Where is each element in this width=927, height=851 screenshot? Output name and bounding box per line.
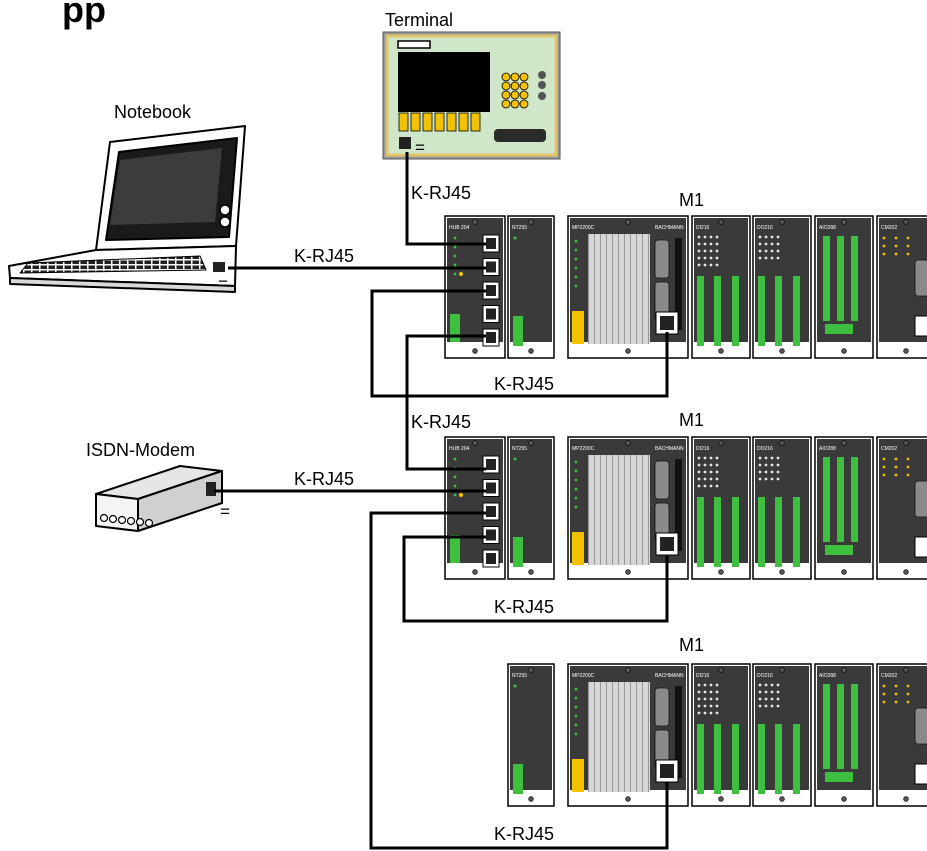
- cable-hub1-hub2: [405, 334, 486, 471]
- notebook-connector-symbol: =: [218, 274, 228, 293]
- do-module-label: DO216: [757, 446, 773, 452]
- cm-module-label: CM202: [881, 225, 897, 231]
- power-module: NT255: [507, 663, 555, 807]
- cpu-module-label: MP2200C: [572, 225, 595, 231]
- cable-label-notebook: K-RJ45: [294, 246, 354, 266]
- hub-module: HUB 204: [444, 436, 506, 580]
- cable-label-modem: K-RJ45: [294, 469, 354, 489]
- power-module-label: NT255: [512, 673, 527, 679]
- rack-1: HUB 204 NT255 MP2200C BACHMANN DI216 DO216 AIO…: [444, 215, 927, 359]
- rack-3: NT255 MP2200C BACHMANN DI216 DO216 AIO288 CM20…: [507, 663, 927, 807]
- cable-label-rack2-cpu: K-RJ45: [494, 597, 554, 617]
- cable-label-rack3-cpu: K-RJ45: [494, 824, 554, 844]
- do-module: DO216: [752, 663, 812, 807]
- power-module: NT255: [507, 436, 555, 580]
- cpu-module: MP2200C BACHMANN: [567, 436, 689, 580]
- di-module-label: DI216: [696, 446, 710, 452]
- cable-hub2-cpu2: [402, 535, 669, 623]
- hub-module: HUB 204: [444, 215, 506, 359]
- ai-module-label: AIO288: [819, 673, 836, 679]
- page-heading: pp: [62, 0, 106, 30]
- cable-label-terminal: K-RJ45: [411, 183, 471, 203]
- cpu-module-label: MP2200C: [572, 446, 595, 452]
- cm-module-label: CM202: [881, 446, 897, 452]
- di-module: DI216: [691, 663, 751, 807]
- cm-module: CM202: [876, 215, 927, 359]
- cpu-brand-label: BACHMANN: [655, 446, 684, 452]
- hub-port-4: [482, 305, 500, 323]
- hub-port-4: [482, 526, 500, 544]
- power-module: NT255: [507, 215, 555, 359]
- rack-1-title: M1: [679, 190, 704, 210]
- rack-2: HUB 204 NT255 MP2200C BACHMANN DI216 DO216 AIO…: [444, 436, 927, 580]
- do-module: DO216: [752, 215, 812, 359]
- cm-module-label: CM202: [881, 673, 897, 679]
- di-module-label: DI216: [696, 673, 710, 679]
- hub-port-2: [482, 479, 500, 497]
- cpu-brand-label: BACHMANN: [655, 225, 684, 231]
- notebook-label: Notebook: [114, 102, 192, 122]
- cable-hub1-cpu1: [370, 289, 669, 398]
- ai-module: AIO288: [814, 663, 874, 807]
- do-module-label: DO216: [757, 673, 773, 679]
- cable-label-rack1-cpu: K-RJ45: [494, 374, 554, 394]
- terminal-label: Terminal: [385, 10, 453, 30]
- cables: [214, 152, 669, 850]
- terminal: [382, 31, 561, 160]
- rack-2-title: M1: [679, 410, 704, 430]
- cpu-module: MP2200C BACHMANN: [567, 215, 689, 359]
- hub-port-1: [482, 234, 500, 253]
- isdn-modem: [95, 465, 223, 532]
- do-module: DO216: [752, 436, 812, 580]
- cable-hub2-cpu3: [369, 511, 669, 850]
- di-module: DI216: [691, 215, 751, 359]
- ai-module: AIO288: [814, 215, 874, 359]
- hub-module-label: HUB 204: [449, 225, 470, 231]
- isdn-connector-symbol: =: [220, 502, 230, 521]
- cable-label-rack-link: K-RJ45: [411, 412, 471, 432]
- power-module-label: NT255: [512, 225, 527, 231]
- cm-module: CM202: [876, 436, 927, 580]
- hub-module-label: HUB 204: [449, 446, 470, 452]
- cpu-module: MP2200C BACHMANN: [567, 663, 689, 807]
- cm-module: CM202: [876, 663, 927, 807]
- cable-terminal-hub1: [405, 152, 486, 246]
- hub-port-1: [482, 455, 500, 474]
- isdn-modem-label: ISDN-Modem: [86, 440, 195, 460]
- ai-module-label: AIO288: [819, 225, 836, 231]
- do-module-label: DO216: [757, 225, 773, 231]
- di-module: DI216: [691, 436, 751, 580]
- hub-port-5: [482, 549, 500, 568]
- rack-3-title: M1: [679, 635, 704, 655]
- notebook-computer: [8, 125, 246, 293]
- ai-module-label: AIO288: [819, 446, 836, 452]
- ai-module: AIO288: [814, 436, 874, 580]
- cpu-brand-label: BACHMANN: [655, 673, 684, 679]
- terminal-connector-symbol: =: [415, 138, 425, 157]
- di-module-label: DI216: [696, 225, 710, 231]
- power-module-label: NT255: [512, 446, 527, 452]
- cpu-module-label: MP2200C: [572, 673, 595, 679]
